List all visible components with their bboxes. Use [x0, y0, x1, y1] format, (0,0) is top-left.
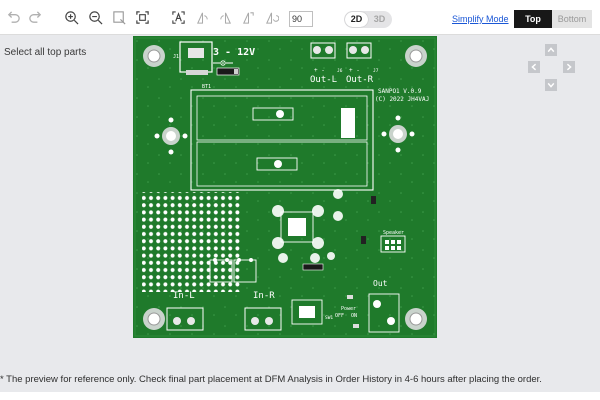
mounting-hole	[405, 45, 427, 67]
battery-holder-hole	[154, 117, 188, 155]
power-label: Power	[341, 306, 356, 312]
out-r-label: Out-R	[346, 75, 374, 85]
mounting-hole	[405, 308, 427, 330]
in-l-label: In-L	[173, 291, 195, 301]
rotation-angle-input[interactable]: 90	[289, 11, 313, 27]
preview-disclaimer: * The preview for reference only. Check …	[0, 374, 542, 385]
pcb-board-preview[interactable]: J1 3 - 12V + - + - J6 J7 Out-L Out-R BT1…	[133, 36, 437, 338]
top-side-button[interactable]: Top	[514, 10, 552, 28]
copyright-label: (C) 2022 JH4VAJ	[375, 96, 429, 103]
volume-pot-left	[209, 258, 233, 283]
ic-socket-u1	[280, 211, 314, 243]
input-jack-left	[166, 307, 204, 331]
speaker-header	[380, 235, 406, 253]
out-r-ref: J7	[373, 68, 379, 74]
diode-d1	[216, 67, 240, 76]
select-text-icon[interactable]	[169, 8, 187, 26]
out-l-label: Out-L	[310, 75, 337, 85]
zoom-area-icon[interactable]	[110, 8, 128, 26]
output-header	[368, 293, 400, 333]
volume-pot-right	[233, 258, 257, 283]
switch-off-label: OFF	[335, 313, 344, 319]
select-all-top-parts-label[interactable]: Select all top parts	[4, 47, 87, 58]
power-voltage-label: 3 - 12V	[213, 47, 255, 58]
chevron-right-icon	[566, 63, 572, 71]
pan-left-button[interactable]	[528, 61, 540, 73]
jack-ref-label: J1	[173, 54, 179, 60]
prototype-hole-grid	[142, 192, 242, 292]
out-l-ref: J6	[337, 68, 343, 74]
bottom-side-button[interactable]: Bottom	[552, 10, 592, 28]
redo-icon[interactable]	[26, 8, 44, 26]
flip-horizontal-icon[interactable]	[239, 8, 257, 26]
view-2d-button[interactable]: 2D	[345, 12, 368, 27]
zoom-in-icon[interactable]	[62, 8, 80, 26]
chevron-left-icon	[531, 63, 537, 71]
out-label: Out	[373, 279, 388, 288]
switch-on-label: ON	[351, 313, 357, 319]
mounting-hole	[143, 308, 165, 330]
pan-up-button[interactable]	[545, 44, 557, 56]
rotate-right-icon[interactable]	[216, 8, 234, 26]
input-jack-right	[244, 307, 282, 331]
speaker-label: Speaker	[383, 230, 404, 236]
fit-screen-icon[interactable]	[133, 8, 151, 26]
flip-vertical-icon[interactable]	[262, 8, 280, 26]
bottom-band	[0, 392, 600, 400]
battery-holder-hole	[381, 115, 415, 153]
svg-text:+ -: + -	[314, 67, 325, 74]
pan-right-button[interactable]	[563, 61, 575, 73]
battery-holder-bt1	[190, 89, 374, 191]
switch-ref-label: SW1	[325, 315, 333, 321]
in-r-label: In-R	[253, 291, 275, 301]
chevron-down-icon	[547, 82, 555, 88]
output-jack-right	[346, 42, 372, 59]
board-title-label: SANPO1 V.0.9	[378, 88, 422, 95]
power-switch-sw1	[291, 299, 323, 325]
simplify-mode-link[interactable]: Simplify Mode	[452, 14, 509, 24]
mounting-hole	[143, 45, 165, 67]
view-3d-button[interactable]: 3D	[373, 14, 386, 24]
rotate-left-icon[interactable]	[193, 8, 211, 26]
zoom-out-icon[interactable]	[86, 8, 104, 26]
pan-down-button[interactable]	[545, 79, 557, 91]
battery-ref-label: BT1	[202, 84, 211, 90]
viewer-toolbar: 90 2D 3D Simplify Mode Top Bottom	[0, 0, 600, 35]
view-mode-toggle: 2D 3D	[344, 11, 392, 28]
undo-icon[interactable]	[4, 8, 22, 26]
power-jack-j1	[179, 41, 213, 75]
chevron-up-icon	[547, 47, 555, 53]
svg-text:+ -: + -	[349, 67, 360, 74]
output-jack-left	[310, 42, 336, 59]
